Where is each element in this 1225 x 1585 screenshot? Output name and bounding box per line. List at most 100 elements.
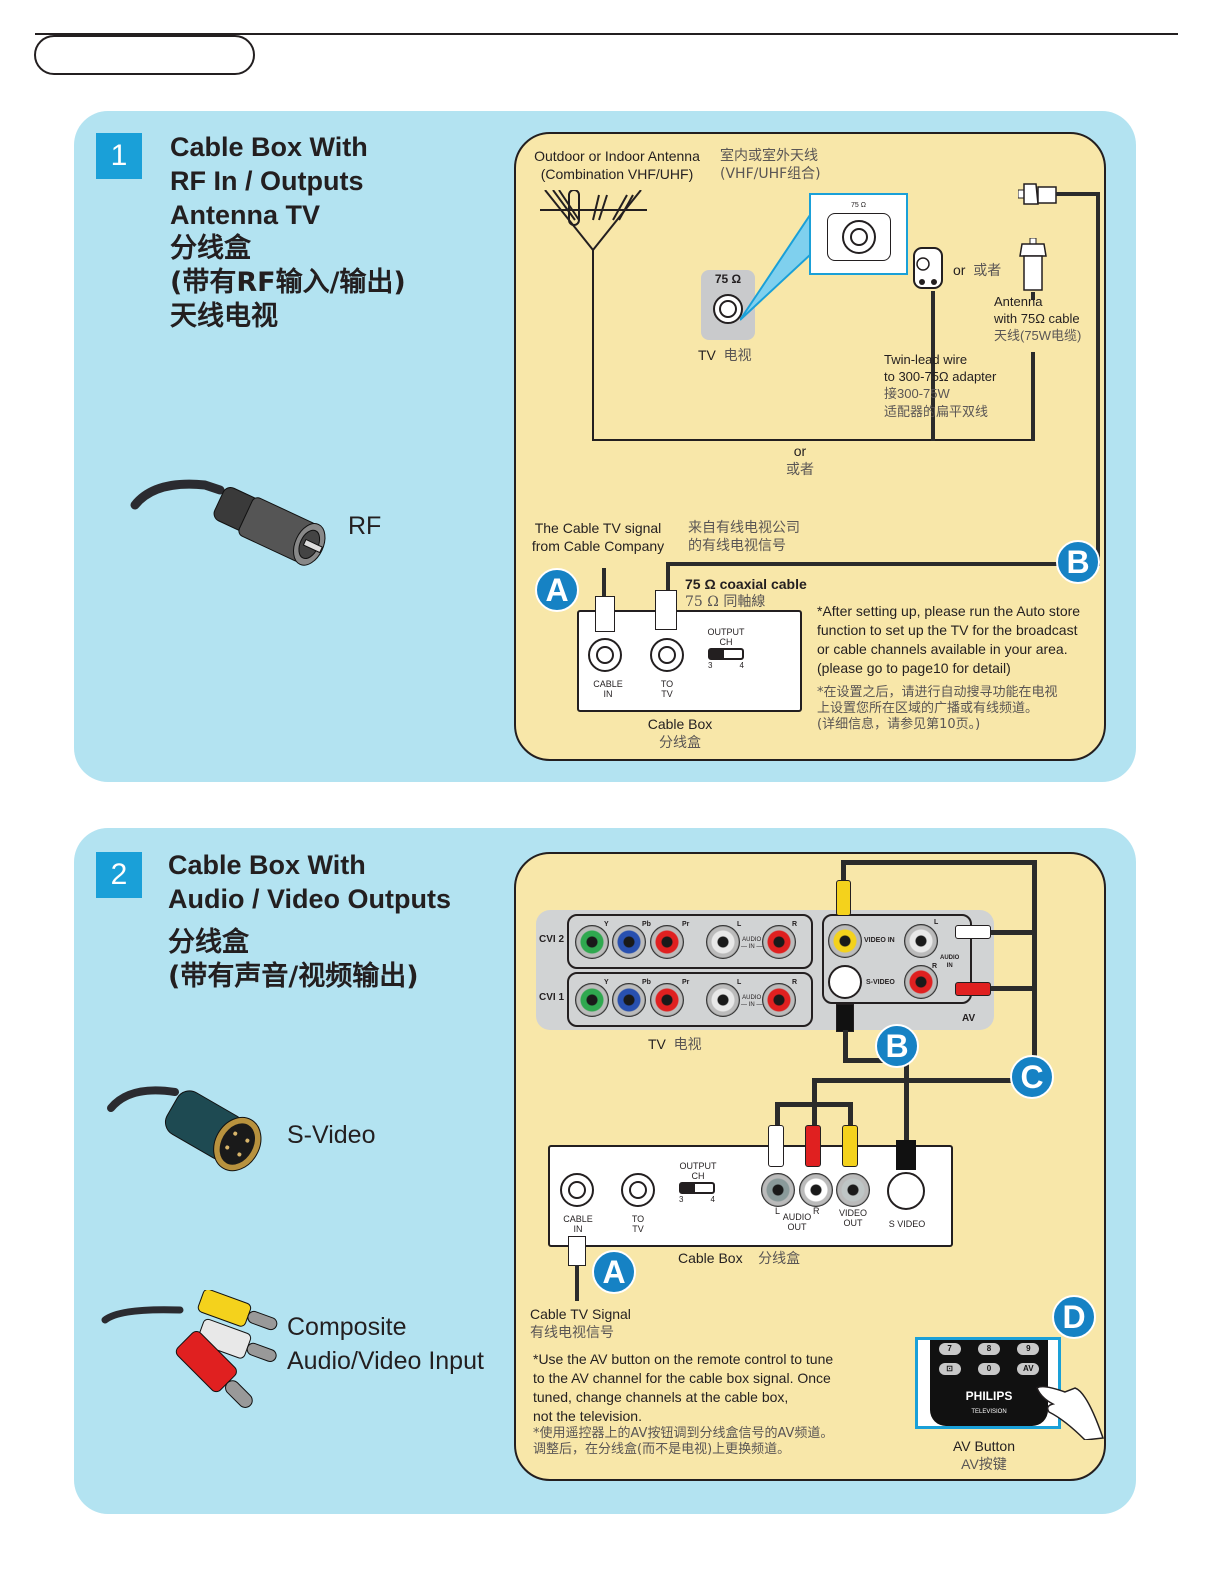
section-2-title: Cable Box With Audio / Video Outputs 分线盒… <box>168 850 451 992</box>
tv-label: TV 电视 <box>698 347 752 363</box>
badge-b-2: B <box>875 1024 919 1068</box>
cvi1-l-jack <box>706 983 740 1017</box>
av-audio-r-jack <box>904 965 938 999</box>
cable-in-plug-2 <box>568 1236 586 1266</box>
audio-r-out-plug <box>805 1125 821 1167</box>
page-tab <box>34 35 255 75</box>
video-in-jack <box>828 924 862 958</box>
audio-r-plug <box>955 982 991 996</box>
s-video-in-jack <box>828 965 862 999</box>
tv-antenna-jack: 75 Ω <box>701 270 755 340</box>
or-divider-label: or 或者 <box>786 443 814 477</box>
key-info[interactable]: ⊡ <box>938 1363 961 1375</box>
cable-box-label-2: Cable Box 分线盒 <box>678 1250 801 1266</box>
cvi1-y-jack <box>575 983 609 1017</box>
output-channel-switch[interactable] <box>708 648 744 660</box>
s-video-wire <box>904 1058 909 1154</box>
s-video-out-jack <box>887 1172 925 1210</box>
av-button[interactable]: AV <box>1017 1363 1040 1375</box>
cvi2-label: CVI 2 <box>539 934 565 945</box>
antenna-icon <box>540 190 647 440</box>
cvi2-pr-jack <box>650 925 684 959</box>
cable-tv-signal-wire <box>575 1265 579 1301</box>
step-number-2: 2 <box>96 852 142 898</box>
key-8[interactable]: 8 <box>977 1343 1000 1355</box>
section-1-title: Cable Box With RF In / Outputs Antenna T… <box>170 132 406 332</box>
audio-l-out-plug <box>768 1125 784 1167</box>
hand-pointer-icon <box>1036 1385 1105 1440</box>
to-tv-plug <box>655 590 677 630</box>
coax-label: 75 Ω coaxial cable 75 Ω 同軸線 <box>685 576 807 610</box>
antenna-label-en: Outdoor or Indoor Antenna (Combination V… <box>534 148 700 182</box>
s-video-label: S-Video <box>287 1121 376 1149</box>
header-rule <box>35 33 1178 35</box>
av-audio-l-jack <box>904 924 938 958</box>
coax-wire-right <box>1096 192 1100 564</box>
video-wire-top <box>841 860 1037 865</box>
composite-plug-icon <box>101 1290 278 1408</box>
antenna-cable-wire <box>1031 352 1035 441</box>
remote-brand: PHILIPS <box>965 1389 1013 1403</box>
audio-r-out-jack <box>799 1173 833 1207</box>
cvi2-r-jack <box>762 925 796 959</box>
cable-signal-wire <box>602 568 606 598</box>
cvi1-label: CVI 1 <box>539 992 565 1003</box>
cable-box-label: Cable Box 分线盒 <box>647 716 713 750</box>
cvi2-row <box>567 914 813 969</box>
cvi1-row <box>567 972 813 1027</box>
rf-plug-icon <box>130 479 326 566</box>
twin-lead-wire <box>931 291 935 441</box>
av-note-en: *Use the AV button on the remote control… <box>533 1351 834 1424</box>
to-tv-jack-2 <box>621 1173 655 1207</box>
video-out-plug <box>842 1125 858 1167</box>
rf-label: RF <box>348 512 382 540</box>
av-button-label: AV Button AV按键 <box>952 1438 1015 1472</box>
step-number-1: 1 <box>96 133 142 179</box>
badge-a: A <box>535 568 579 612</box>
composite-label: Composite Audio/Video Input <box>287 1313 484 1375</box>
antenna-label-zh: 室内或室外天线 (VHF/UHF组合) <box>720 148 821 182</box>
cvi2-pb-jack <box>612 925 646 959</box>
twin-lead-adapter-icon <box>913 247 943 289</box>
cvi2-l-jack <box>706 925 740 959</box>
s-video-plug-icon <box>107 1086 262 1172</box>
audio-l-plug <box>955 925 991 939</box>
cvi1-r-jack <box>762 983 796 1017</box>
top-f-connector-icon <box>1018 183 1057 205</box>
cvi1-pr-jack <box>650 983 684 1017</box>
output-channel-switch-2[interactable] <box>679 1182 715 1194</box>
key-0[interactable]: 0 <box>977 1363 1000 1375</box>
c-wire-vertical <box>1032 860 1037 1075</box>
cable-tv-signal-label: Cable TV Signal 有线电视信号 <box>530 1306 631 1340</box>
coax-wire-b <box>666 562 1100 566</box>
auto-store-note-en: *After setting up, please run the Auto s… <box>817 603 1081 676</box>
s-video-out-plug <box>896 1140 916 1170</box>
key-9[interactable]: 9 <box>1017 1343 1040 1355</box>
cable-signal-label-zh: 来自有线电视公司 的有线电视信号 <box>688 520 800 554</box>
badge-b: B <box>1056 540 1100 584</box>
inset-jack-closeup: 75 Ω <box>809 193 908 275</box>
av-input-group <box>822 914 972 1004</box>
to-tv-jack <box>650 638 684 672</box>
video-plug-yellow <box>836 880 851 916</box>
twin-lead-label: Twin-lead wire to 300-75Ω adapter 接300-7… <box>884 352 997 419</box>
antenna-75-label: Antenna with 75Ω cable 天线(75W电缆) <box>994 294 1082 343</box>
key-7[interactable]: 7 <box>938 1343 961 1355</box>
s-video-plug-black <box>836 1004 854 1032</box>
tv-label-2: TV 电视 <box>648 1036 702 1052</box>
av-label: AV <box>962 1013 976 1024</box>
cvi2-y-jack <box>575 925 609 959</box>
antenna-bus-wire <box>592 439 1035 441</box>
av-note-zh: *使用遥控器上的AV按钮调到分线盒信号的AV频道。 调整后，在分线盒(而不是电视… <box>533 1426 834 1457</box>
audio-l-out-jack <box>761 1173 795 1207</box>
badge-c: C <box>1010 1055 1054 1099</box>
remote-control: 7 8 9 ⊡ 0 AV PHILIPS TELEVISION <box>915 1337 1061 1429</box>
badge-a-2: A <box>592 1250 636 1294</box>
antenna-f-connector-icon <box>1019 238 1047 291</box>
cable-signal-label-en: The Cable TV signal from Cable Company <box>531 520 665 554</box>
cable-box-av <box>548 1145 953 1247</box>
or-label: or 或者 <box>953 262 1002 278</box>
cable-in-jack-2 <box>560 1173 594 1207</box>
cvi1-pb-jack <box>612 983 646 1017</box>
badge-d: D <box>1052 1295 1096 1339</box>
